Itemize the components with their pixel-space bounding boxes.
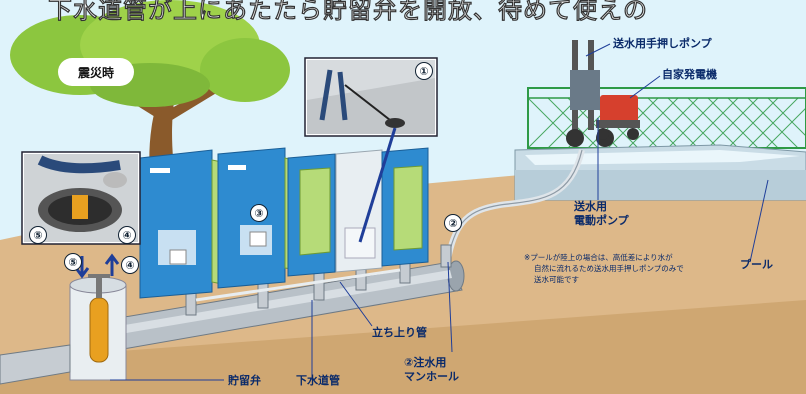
label-generator: 自家発電機 [662, 68, 717, 81]
marker-2: ② [444, 214, 462, 232]
label-hand-pump: 送水用手押しポンプ [613, 37, 712, 50]
ground-front [0, 300, 806, 394]
toilet-4-transparent [335, 149, 383, 273]
marker-4-inset: ④ [118, 226, 136, 244]
marker-5-inset: ⑤ [29, 226, 47, 244]
toilet-5 [381, 147, 429, 267]
portable-toilets [139, 147, 429, 299]
hand-pump [566, 40, 614, 147]
leader-lines [110, 43, 769, 381]
note-line-1: ※プールが陸上の場合は、高低差により水が [524, 253, 673, 262]
pointer-line [358, 127, 397, 243]
label-storage-valve: 貯留弁 [228, 374, 261, 387]
label-sewer-pipe: 下水道管 [296, 374, 340, 387]
label-manhole-2: マンホール [404, 370, 459, 383]
label-electric-pump-2: 電動ポンプ [574, 214, 629, 227]
marker-4: ④ [121, 256, 139, 274]
connector-pipe [195, 268, 401, 302]
storage-valve-chamber [0, 274, 127, 385]
top-banner: 下水道管が上にあたたら貯留弁を開放、待めて使えの [0, 0, 806, 22]
scene-tag: 震災時 [58, 58, 134, 86]
marker-5: ⑤ [64, 253, 82, 271]
marker-1: ① [415, 62, 433, 80]
note-line-3: 送水可能です [534, 275, 579, 284]
label-pool: プール [740, 258, 773, 271]
arrow-down-icon [74, 256, 90, 279]
label-electric-pump-1: 送水用 [574, 200, 607, 213]
marker-3: ③ [250, 204, 268, 222]
note-line-2: 自然に流れるため送水用手押しポンプのみで [534, 264, 684, 273]
label-manhole-1: ②注水用 [404, 356, 447, 369]
arrow-up-icon [104, 253, 120, 276]
label-riser-pipe: 立ち上り管 [372, 326, 427, 339]
generator [596, 95, 640, 140]
top-banner-text: 下水道管が上にあたたら貯留弁を開放、待めて使えの [47, 0, 648, 22]
toilet-3 [287, 153, 336, 277]
